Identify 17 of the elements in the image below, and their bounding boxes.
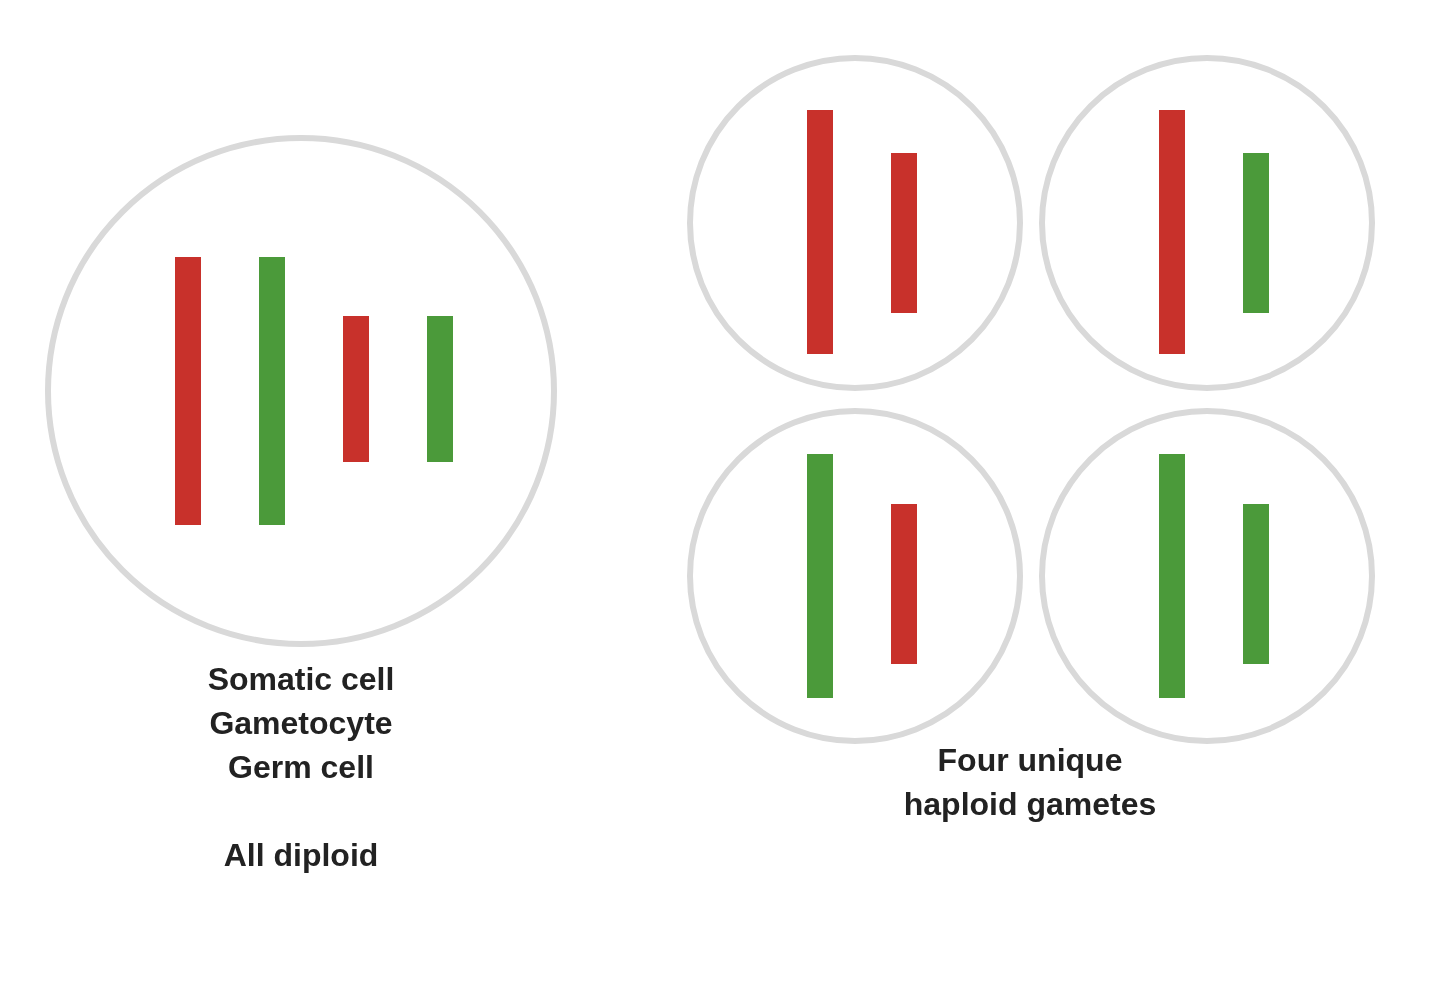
chromosome-bar <box>1243 504 1269 664</box>
chromosome-bar <box>807 110 833 354</box>
chromosome-bar <box>807 454 833 698</box>
chromosome-bar <box>259 257 285 525</box>
chromosome-bar <box>891 153 917 313</box>
chromosome-bar <box>1243 153 1269 313</box>
cell-caption: Somatic cell <box>206 660 396 699</box>
chromosome-bar <box>175 257 201 525</box>
chromosome-bar <box>1159 454 1185 698</box>
chromosome-bar <box>1159 110 1185 354</box>
cell-caption: All diploid <box>222 836 380 875</box>
cell-caption: Gametocyte <box>208 704 394 743</box>
gametes-caption: Four unique haploid gametes <box>902 741 1158 824</box>
chromosome-bar <box>343 316 369 462</box>
cell-caption: Germ cell <box>227 748 375 787</box>
chromosome-bar <box>427 316 453 462</box>
chromosome-bar <box>891 504 917 664</box>
